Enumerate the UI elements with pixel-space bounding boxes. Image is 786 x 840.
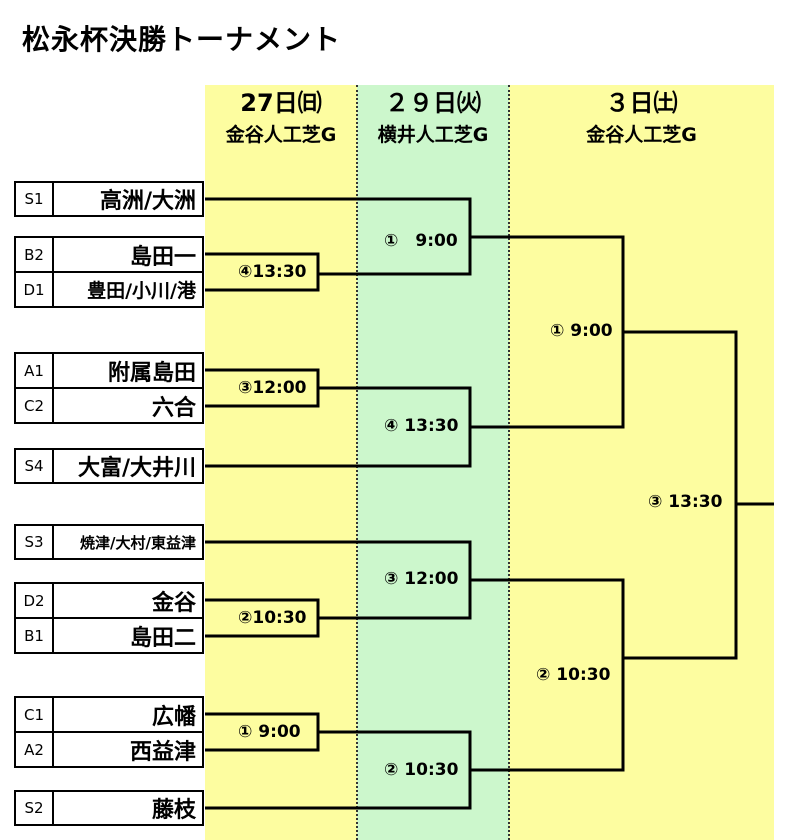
day-venue: 金谷人工芝G xyxy=(225,124,337,146)
bracket-line-r3-2 xyxy=(470,578,625,772)
team-name: 高洲/大洲 xyxy=(99,189,196,214)
team-name: 焼津/大村/東益津 xyxy=(80,533,196,552)
day3-column-bg xyxy=(509,85,774,840)
team-seed: S3 xyxy=(16,526,54,558)
match-label-r2-4: ② 10:30 xyxy=(384,760,459,780)
match-label-r1-4: ① 9:00 xyxy=(238,722,301,742)
bracket-line-r1-1 xyxy=(205,252,320,292)
team-name: 豊田/小川/港 xyxy=(87,280,196,302)
team-entry: C1 広幡 xyxy=(14,696,204,732)
team-seed: D2 xyxy=(16,584,54,617)
team-name: 藤枝 xyxy=(151,798,196,823)
team-name: 西益津 xyxy=(129,739,196,765)
team-name: 島田一 xyxy=(129,244,196,270)
team-name: 附属島田 xyxy=(107,360,196,386)
match-label-r2-2: ④ 13:30 xyxy=(384,416,459,436)
team-seed: S4 xyxy=(16,450,54,482)
team-seed: B1 xyxy=(16,619,54,652)
day-venue: 金谷人工芝G xyxy=(586,124,697,146)
day-separator-2 xyxy=(508,85,510,840)
team-seed: C1 xyxy=(16,698,54,731)
match-label-r3-1: ① 9:00 xyxy=(550,321,613,341)
team-entry: A1 附属島田 xyxy=(14,352,204,388)
day-separator-1 xyxy=(356,85,358,840)
team-entry: S2 藤枝 xyxy=(14,790,204,826)
bracket-line-final xyxy=(623,330,738,660)
team-name: 金谷 xyxy=(151,590,196,616)
team-name: 島田二 xyxy=(129,625,196,651)
page-title: 松永杯決勝トーナメント xyxy=(22,23,342,56)
match-label-r1-2: ③12:00 xyxy=(238,378,307,398)
team-entry: C2 六合 xyxy=(14,388,204,424)
day-header-1: 27日㈰ 金谷人工芝G xyxy=(205,88,357,148)
team-name: 広幡 xyxy=(151,704,196,730)
match-label-r2-1: ① 9:00 xyxy=(384,231,458,251)
team-entry: S4 大富/大井川 xyxy=(14,448,204,484)
match-label-r1-1: ④13:30 xyxy=(238,262,307,282)
team-entry: S1 高洲/大洲 xyxy=(14,181,204,217)
team-entry: A2 西益津 xyxy=(14,732,204,768)
team-seed: B2 xyxy=(16,238,54,271)
match-label-final: ③ 13:30 xyxy=(648,492,723,512)
day-header-2: ２９日㈫ 横井人工芝G xyxy=(357,88,509,148)
team-name: 大富/大井川 xyxy=(77,456,196,481)
day-date: 27日㈰ xyxy=(240,89,322,117)
team-entry: D1 豊田/小川/港 xyxy=(14,272,204,308)
team-seed: D1 xyxy=(16,273,54,306)
team-entry: S3 焼津/大村/東益津 xyxy=(14,524,204,560)
team-name: 六合 xyxy=(151,395,196,421)
team-seed: A2 xyxy=(16,733,54,766)
match-label-r3-2: ② 10:30 xyxy=(536,665,611,685)
day-date: ３日㈯ xyxy=(605,89,678,117)
team-entry: D2 金谷 xyxy=(14,582,204,618)
day2-column-bg xyxy=(357,85,509,840)
day-venue: 横井人工芝G xyxy=(377,124,489,146)
team-seed: C2 xyxy=(16,389,54,422)
team-seed: S1 xyxy=(16,183,54,215)
team-entry: B1 島田二 xyxy=(14,618,204,654)
match-label-r2-3: ③ 12:00 xyxy=(384,569,459,589)
team-entry: B2 島田一 xyxy=(14,236,204,272)
match-label-r1-3: ②10:30 xyxy=(238,608,307,628)
day-header-3: ３日㈯ 金谷人工芝G xyxy=(509,88,774,148)
day-date: ２９日㈫ xyxy=(385,89,481,117)
team-seed: S2 xyxy=(16,792,54,824)
team-seed: A1 xyxy=(16,354,54,387)
